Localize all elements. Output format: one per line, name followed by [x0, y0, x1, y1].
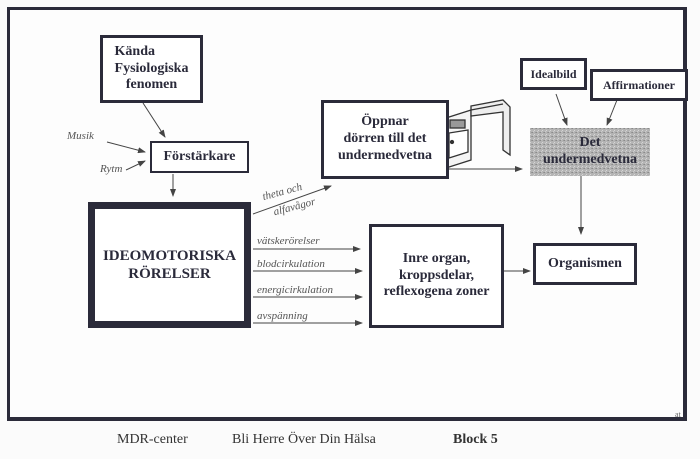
oppnar-line-2: dörren till det	[343, 131, 427, 147]
box-inre-organ: Inre organ, kroppsdelar, reflexogena zon…	[369, 224, 504, 328]
box-forstarkare: Förstärkare	[150, 141, 249, 173]
label-vatskerorelser: vätskerörelser	[257, 235, 320, 247]
affirmationer-text: Affirmationer	[603, 77, 675, 92]
door-icon	[445, 99, 511, 169]
box-ideomotoriska-rorelser: IDEOMOTORISKA RÖRELSER	[88, 202, 251, 328]
ideomotoriska-line-1: IDEOMOTORISKA	[102, 248, 237, 264]
arrow-theta-to-oppnar	[252, 185, 332, 215]
kanda-line-3: fenomen	[125, 77, 178, 93]
forstarkare-text: Förstärkare	[163, 148, 236, 164]
undermedvetna-shade	[530, 128, 650, 176]
box-organismen: Organismen	[533, 243, 637, 285]
undermedvetna-line-1: Det	[579, 135, 601, 151]
ideomotoriska-line-2: RÖRELSER	[128, 266, 211, 282]
footer-block: Block 5	[453, 432, 498, 447]
idealbild-text: Idealbild	[530, 66, 577, 81]
inre-line-2: kroppsdelar,	[398, 267, 475, 283]
arrow-idealbild-to-undermedvetna	[555, 93, 568, 126]
arrow-kanda-to-forstarkare	[142, 102, 166, 138]
kanda-line-2: Fysiologiska	[114, 60, 189, 76]
arrow-affirmationer-to-undermedvetna	[606, 99, 618, 126]
box-idealbild: Idealbild	[520, 58, 587, 90]
undermedvetna-line-2: undermedvetna	[542, 152, 638, 167]
label-avspanning: avspänning	[257, 310, 308, 322]
box-affirmationer: Affirmationer	[590, 69, 688, 101]
oppnar-line-1: Öppnar	[361, 114, 409, 130]
arrow-musik-to-forstarkare	[106, 141, 146, 154]
inre-line-3: reflexogena zoner	[383, 284, 490, 300]
label-energicirkulation: energicirkulation	[257, 284, 333, 296]
label-blodcirkulation: blodcirkulation	[257, 258, 325, 270]
inre-line-1: Inre organ,	[402, 250, 471, 266]
label-rytm: Rytm	[100, 163, 123, 175]
footer-mdr-center: MDR-center	[117, 432, 188, 447]
arrow-rytm-to-forstarkare	[125, 160, 146, 171]
organismen-text: Organismen	[548, 255, 622, 271]
oppnar-line-3: undermedvetna	[337, 147, 433, 163]
box-oppnar-dorren: Öppnar dörren till det undermedvetna	[321, 100, 449, 179]
box-det-undermedvetna: Det undermedvetna	[530, 128, 650, 176]
footer-title: Bli Herre Över Din Hälsa	[232, 432, 376, 447]
label-musik: Musik	[67, 130, 94, 142]
stamp-at: at	[675, 410, 681, 419]
box-kanda-fysiologiska-fenomen: Kända Fysiologiska fenomen	[100, 35, 203, 103]
kanda-line-1: Kända	[114, 43, 156, 59]
